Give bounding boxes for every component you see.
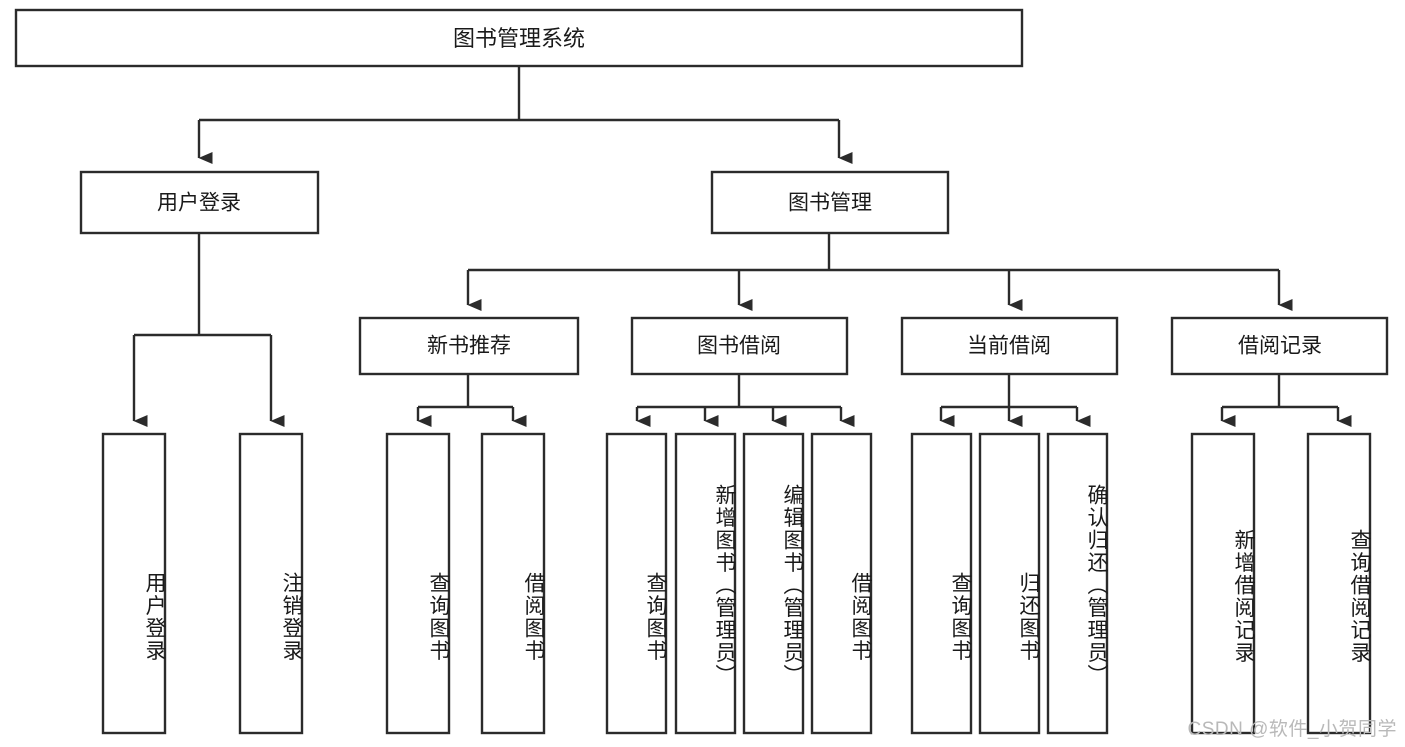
node-leaf-query-book-1[interactable] <box>385 432 451 735</box>
node-book-borrow-label: 图书借阅 <box>697 335 781 358</box>
node-borrow-record-label: 借阅记录 <box>1238 335 1322 358</box>
connector-bookborrow-to-leaves <box>635 374 855 427</box>
node-leaf-edit-book[interactable] <box>742 432 805 735</box>
node-leaf-add-book[interactable] <box>674 432 737 735</box>
node-new-book-rec-label: 新书推荐 <box>427 335 511 358</box>
node-book-manage[interactable]: 图书管理 <box>710 170 950 235</box>
node-leaf-add-record[interactable] <box>1190 432 1256 735</box>
node-leaf-user-logout[interactable] <box>238 432 304 735</box>
node-user-login[interactable]: 用户登录 <box>79 170 320 235</box>
node-current-borrow-label: 当前借阅 <box>967 335 1051 358</box>
node-new-book-rec[interactable]: 新书推荐 <box>358 316 580 376</box>
node-book-borrow[interactable]: 图书借阅 <box>630 316 849 376</box>
node-leaf-query-book-3[interactable] <box>910 432 973 735</box>
node-root-label: 图书管理系统 <box>453 26 585 51</box>
node-leaf-confirm-return[interactable] <box>1046 432 1109 735</box>
node-leaf-user-login[interactable] <box>101 432 167 735</box>
node-book-manage-label: 图书管理 <box>788 192 872 215</box>
node-leaf-return-book[interactable] <box>978 432 1041 735</box>
connector-userlogin-to-leaves <box>132 233 285 427</box>
connector-currentborrow-to-leaves <box>939 374 1091 427</box>
node-borrow-record[interactable]: 借阅记录 <box>1170 316 1389 376</box>
node-user-login-label: 用户登录 <box>157 192 241 215</box>
node-leaf-borrow-book-1[interactable] <box>480 432 546 735</box>
connector-newbookrec-to-leaves <box>416 374 527 427</box>
node-leaf-query-book-2[interactable] <box>605 432 668 735</box>
connector-borrowrecord-to-leaves <box>1220 374 1352 427</box>
node-current-borrow[interactable]: 当前借阅 <box>900 316 1119 376</box>
connector-bookmanage-to-level2 <box>466 233 1293 311</box>
node-root[interactable]: 图书管理系统 <box>14 8 1024 68</box>
csdn-watermark: CSDN @软件_小贺同学 <box>1187 719 1397 740</box>
connector-root-to-level1 <box>197 66 853 164</box>
node-leaf-borrow-book-2[interactable] <box>810 432 873 735</box>
node-leaf-query-record[interactable] <box>1306 432 1372 735</box>
